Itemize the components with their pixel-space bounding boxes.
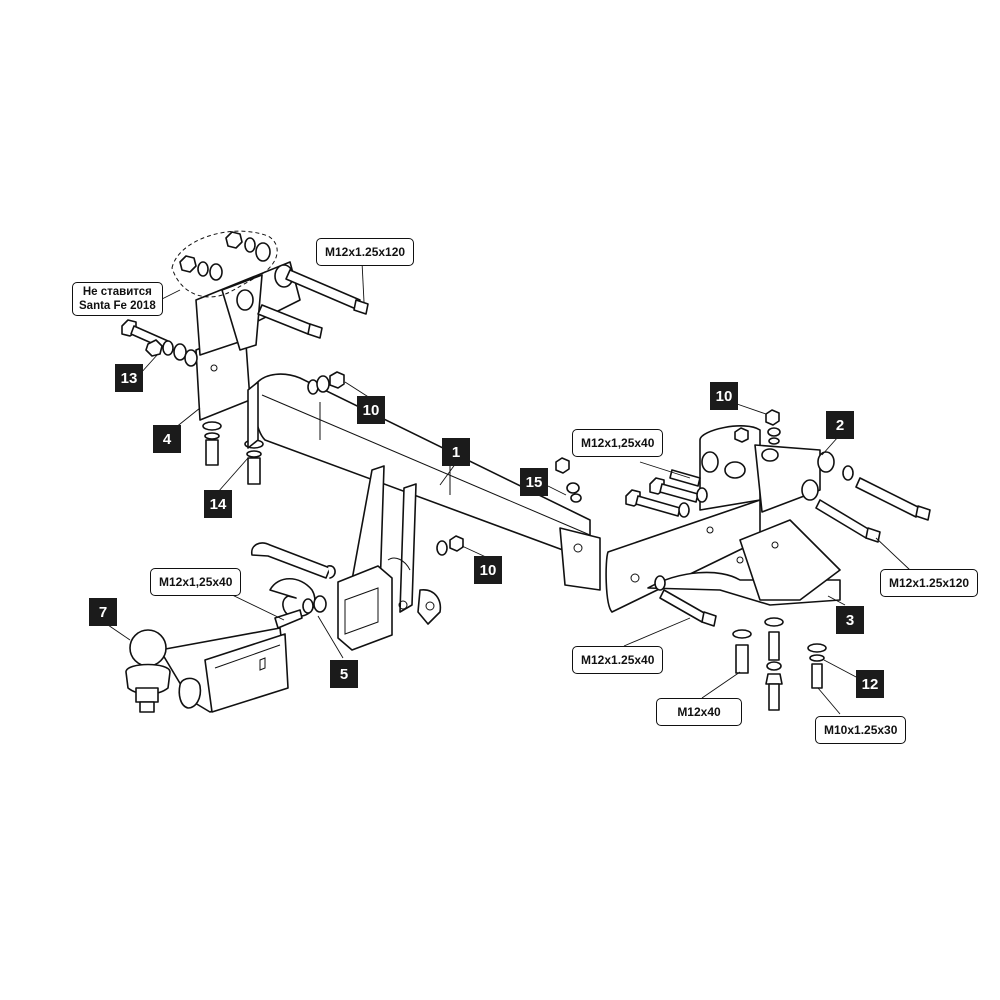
callout-2: 2 bbox=[826, 411, 854, 439]
callout-4: 4 bbox=[153, 425, 181, 453]
callout-1: 1 bbox=[442, 438, 470, 466]
callout-13: 13 bbox=[115, 364, 143, 392]
callout-10-upper: 10 bbox=[357, 396, 385, 424]
label-m12-40-left: M12x1,25x40 bbox=[150, 568, 242, 596]
label-m12-125-40-bottom: M12x1.25x40 bbox=[572, 646, 664, 674]
leader-lines bbox=[107, 261, 911, 715]
excluded-hardware-outline bbox=[171, 230, 278, 298]
callout-5: 5 bbox=[330, 660, 358, 688]
callout-3: 3 bbox=[836, 606, 864, 634]
callout-14: 14 bbox=[204, 490, 232, 518]
right-bracket-part-3 bbox=[605, 499, 841, 613]
left-long-bolts bbox=[257, 269, 369, 339]
note-line-2: Santa Fe 2018 bbox=[79, 300, 156, 312]
main-crossbeam-part-1 bbox=[247, 373, 601, 591]
tow-ball-part-7 bbox=[125, 627, 289, 713]
right-lower-bolts bbox=[654, 575, 827, 711]
left-bracket-part-4 bbox=[195, 261, 301, 421]
label-m12-120-right: M12x1.25x120 bbox=[880, 569, 979, 597]
label-m10: M10x1.25x30 bbox=[815, 716, 907, 744]
nut-10-center bbox=[436, 535, 464, 556]
nut-10-upper bbox=[307, 371, 345, 395]
callout-10-center: 10 bbox=[474, 556, 502, 584]
hitch-pin-part-5 bbox=[250, 542, 336, 629]
callout-7: 7 bbox=[89, 598, 117, 626]
bolt-part-14 bbox=[202, 421, 264, 485]
excluded-nuts-washers bbox=[179, 231, 271, 281]
hitch-receiver bbox=[337, 465, 442, 651]
callout-10-right: 10 bbox=[710, 382, 738, 410]
note-line-1: Не ставится bbox=[82, 286, 152, 298]
callout-12: 12 bbox=[856, 670, 884, 698]
exclusion-note: Не ставится Santa Fe 2018 bbox=[72, 282, 163, 316]
label-m12-120-top: M12x1.25x120 bbox=[316, 238, 415, 266]
upper-right-bracket-part-2 bbox=[699, 409, 835, 513]
label-m12x40: M12x40 bbox=[656, 698, 742, 726]
bolt-part-13 bbox=[121, 319, 198, 367]
right-long-bolts bbox=[815, 465, 931, 543]
label-m12-40-right-top: M12x1,25x40 bbox=[572, 429, 664, 457]
callout-15: 15 bbox=[520, 468, 548, 496]
nut-part-15 bbox=[555, 457, 582, 503]
right-short-bolts bbox=[625, 469, 708, 518]
